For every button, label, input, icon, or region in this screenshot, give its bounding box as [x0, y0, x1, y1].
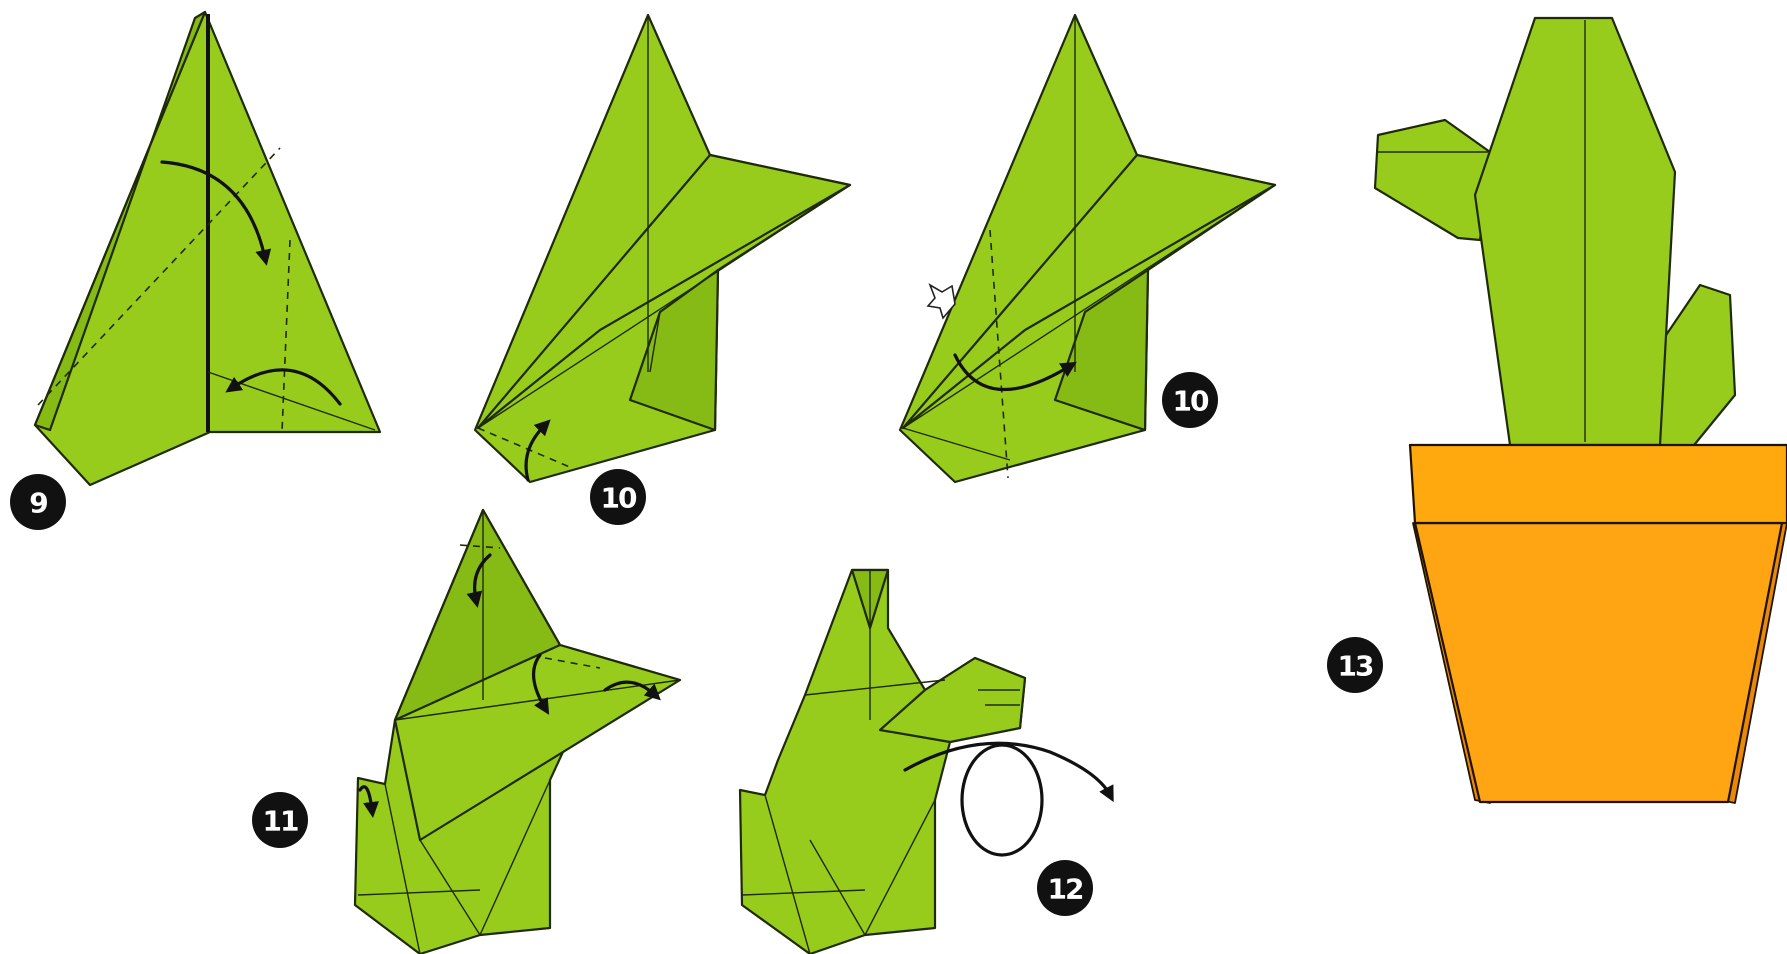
step-badge-9: 9 — [10, 474, 66, 530]
svg-text:10: 10 — [601, 482, 637, 515]
step-badge-12: 12 — [1037, 860, 1093, 916]
step-badge-10b: 10 — [1162, 372, 1218, 428]
step-9-figure — [35, 12, 380, 485]
step-badge-11: 11 — [252, 792, 308, 848]
svg-text:11: 11 — [263, 805, 298, 838]
step-10b-figure — [900, 15, 1275, 482]
step-badge-13: 13 — [1327, 637, 1383, 693]
pot-rim — [1410, 445, 1787, 523]
step-13-figure — [1375, 18, 1787, 803]
pot-body — [1415, 523, 1782, 802]
step-badge-10a: 10 — [590, 469, 646, 525]
svg-text:10: 10 — [1173, 385, 1209, 418]
svg-text:12: 12 — [1048, 873, 1083, 906]
step-10a-figure — [475, 15, 850, 482]
svg-text:9: 9 — [29, 487, 47, 520]
svg-text:13: 13 — [1338, 650, 1373, 683]
step-11-figure — [355, 510, 680, 954]
turn-over-loop-icon — [962, 745, 1042, 855]
